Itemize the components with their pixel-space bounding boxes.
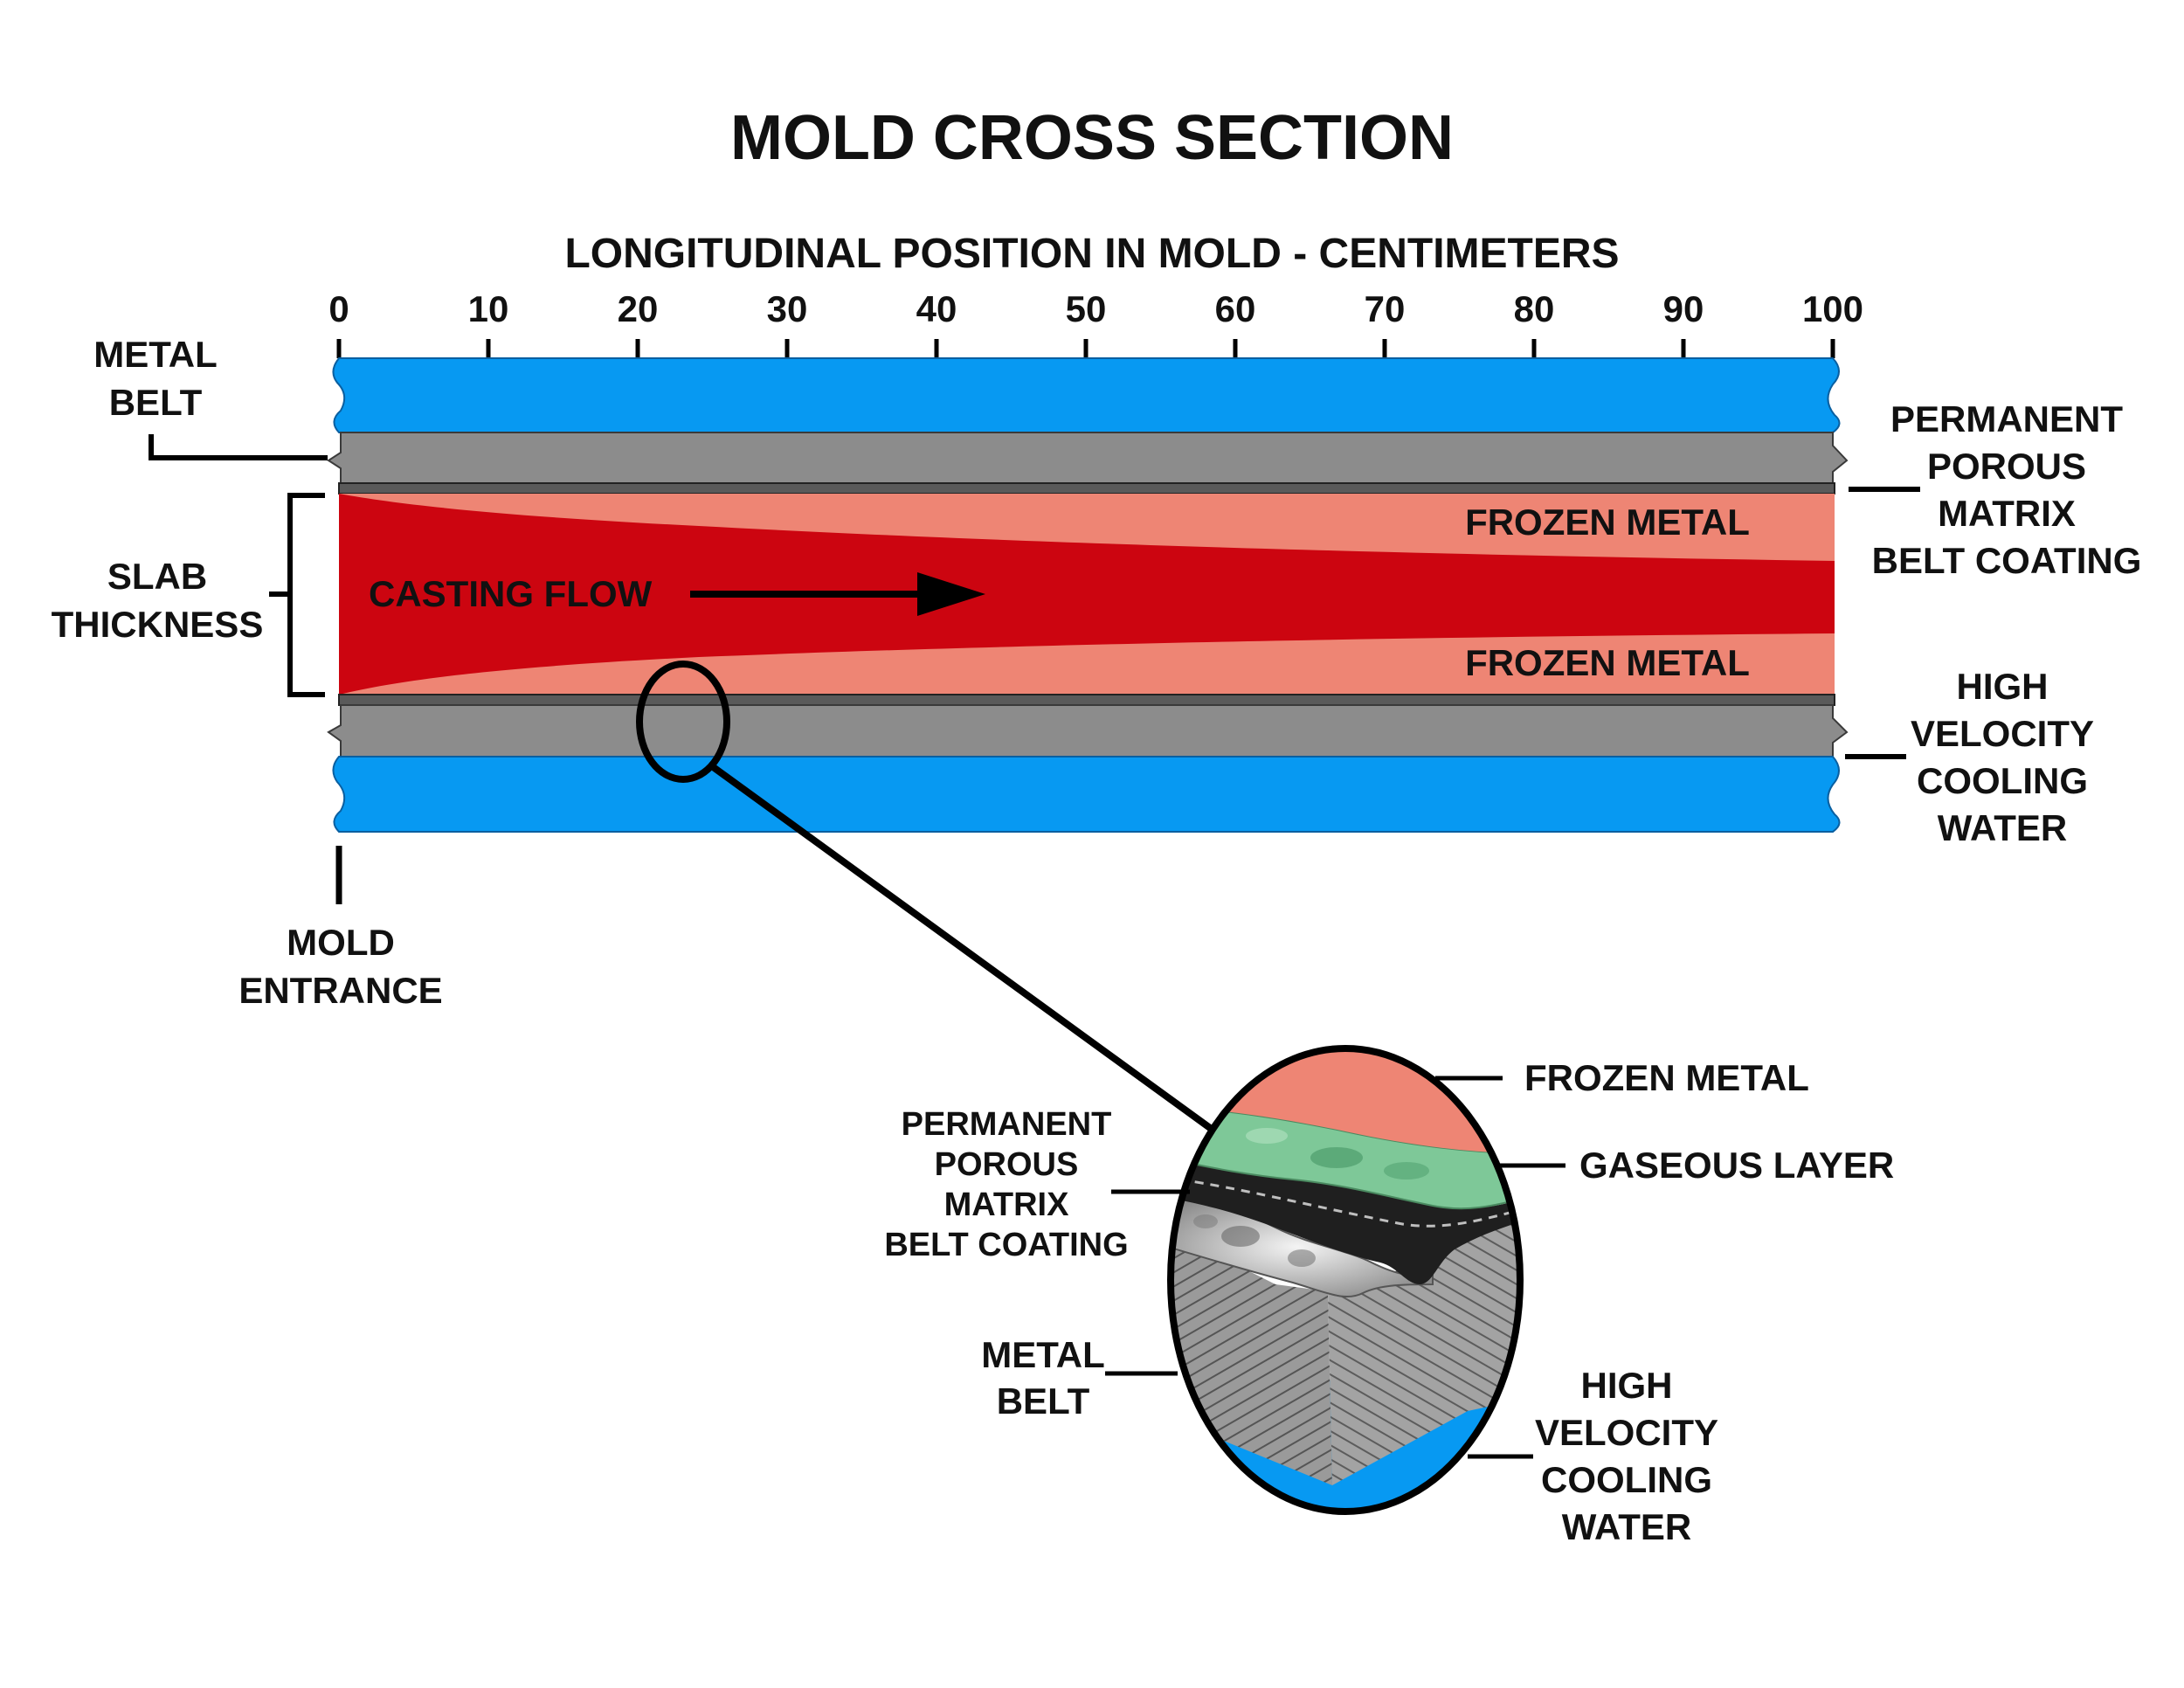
- cooling-water-label-line-2: VELOCITY: [1911, 713, 2094, 754]
- slab-thickness-label-line-2: THICKNESS: [52, 604, 264, 645]
- detail-cooling-water-label-line-2: VELOCITY: [1535, 1412, 1718, 1453]
- belt-coating-label-line-3: MATRIX: [1938, 493, 2076, 534]
- belt-coating-label-line-1: PERMANENT: [1890, 398, 2123, 439]
- detail-gaseous-layer-label: GASEOUS LAYER: [1579, 1145, 1894, 1186]
- belt-coating-label-line-4: BELT COATING: [1872, 540, 2142, 581]
- axis-tick-label: 0: [328, 288, 349, 329]
- detail-coating-label-line-4: BELT COATING: [884, 1227, 1128, 1263]
- mold-entrance-callout: MOLD ENTRANCE: [238, 846, 443, 1011]
- axis-tick-label: 40: [916, 288, 957, 329]
- axis-tick-label: 60: [1215, 288, 1256, 329]
- mold-entrance-label-line-1: MOLD: [287, 922, 395, 963]
- magnifier-connector: [636, 661, 1219, 1136]
- cooling-water-label-line-4: WATER: [1938, 807, 2068, 848]
- cooling-water-callout: HIGH VELOCITY COOLING WATER: [1845, 666, 2094, 848]
- axis-tick-label: 80: [1514, 288, 1555, 329]
- detail-porous-matrix: [1171, 1158, 1520, 1284]
- top-belt-coating: [338, 482, 1835, 495]
- mold-entrance-label-line-2: ENTRANCE: [238, 970, 442, 1011]
- belt-coating-callout: PERMANENT POROUS MATRIX BELT COATING: [1849, 398, 2141, 581]
- detail-gaseous-layer-callout: GASEOUS LAYER: [1496, 1145, 1894, 1186]
- detail-frozen-metal-callout: FROZEN METAL: [1435, 1057, 1809, 1098]
- detail-cooling-water-label-line-4: WATER: [1562, 1506, 1692, 1547]
- casting-flow-label: CASTING FLOW: [369, 573, 653, 614]
- position-axis: LONGITUDINAL POSITION IN MOLD - CENTIMET…: [328, 231, 1863, 358]
- belt-coating-label-line-2: POROUS: [1927, 446, 2086, 487]
- detail-metal-belt-callout: METAL BELT: [981, 1334, 1178, 1422]
- casting-flow-arrow: [690, 572, 985, 616]
- axis-tick-label: 100: [1802, 288, 1863, 329]
- cooling-water-label-line-1: HIGH: [1957, 666, 2049, 707]
- axis-tick-label: 90: [1663, 288, 1704, 329]
- axis-tick-label: 70: [1365, 288, 1406, 329]
- diagram-title: MOLD CROSS SECTION: [730, 103, 1454, 173]
- bottom-cooling-water: [332, 756, 1841, 833]
- metal-belt-label-line-2: BELT: [109, 382, 203, 423]
- detail-metal-belt-right: [1328, 1206, 1520, 1485]
- detail-coating-label-line-1: PERMANENT: [902, 1106, 1112, 1143]
- bottom-belt-coating: [338, 694, 1835, 706]
- molten-metal-core: [339, 494, 1835, 695]
- frozen-metal-bottom-label: FROZEN METAL: [1465, 642, 1750, 683]
- top-cooling-water: [332, 357, 1841, 433]
- axis-title: LONGITUDINAL POSITION IN MOLD - CENTIMET…: [564, 231, 1619, 277]
- slab-thickness-label-line-1: SLAB: [107, 556, 207, 597]
- detail-coating-label-line-2: POROUS: [935, 1146, 1079, 1183]
- metal-belt-callout: METAL BELT: [93, 334, 328, 460]
- axis-tick-label: 20: [618, 288, 659, 329]
- cooling-water-label-line-3: COOLING: [1917, 760, 2088, 801]
- bottom-metal-belt: [327, 704, 1849, 758]
- axis-tick-label: 30: [767, 288, 808, 329]
- detail-metal-belt-label-line-2: BELT: [997, 1380, 1090, 1422]
- detail-cooling-water-label-line-1: HIGH: [1581, 1365, 1673, 1406]
- axis-tick-label: 10: [468, 288, 509, 329]
- axis-ticks: 0 10 20 30 40 50 60 70 80 90 100: [328, 288, 1863, 358]
- detail-cooling-water-label-line-3: COOLING: [1541, 1459, 1712, 1500]
- detail-coating-label-line-3: MATRIX: [944, 1186, 1069, 1223]
- mold-body: [327, 357, 1849, 833]
- detail-coating-callout: PERMANENT POROUS MATRIX BELT COATING: [884, 1106, 1190, 1263]
- metal-belt-label-line-1: METAL: [93, 334, 218, 375]
- axis-tick-label: 50: [1066, 288, 1107, 329]
- detail-frozen-metal-label: FROZEN METAL: [1524, 1057, 1809, 1098]
- detail-metal-belt-label-line-1: METAL: [981, 1334, 1105, 1375]
- slab-thickness-callout: SLAB THICKNESS: [52, 493, 325, 697]
- top-metal-belt: [327, 432, 1849, 484]
- frozen-metal-top-label: FROZEN METAL: [1465, 502, 1750, 543]
- detail-cooling-water-callout: HIGH VELOCITY COOLING WATER: [1468, 1365, 1718, 1547]
